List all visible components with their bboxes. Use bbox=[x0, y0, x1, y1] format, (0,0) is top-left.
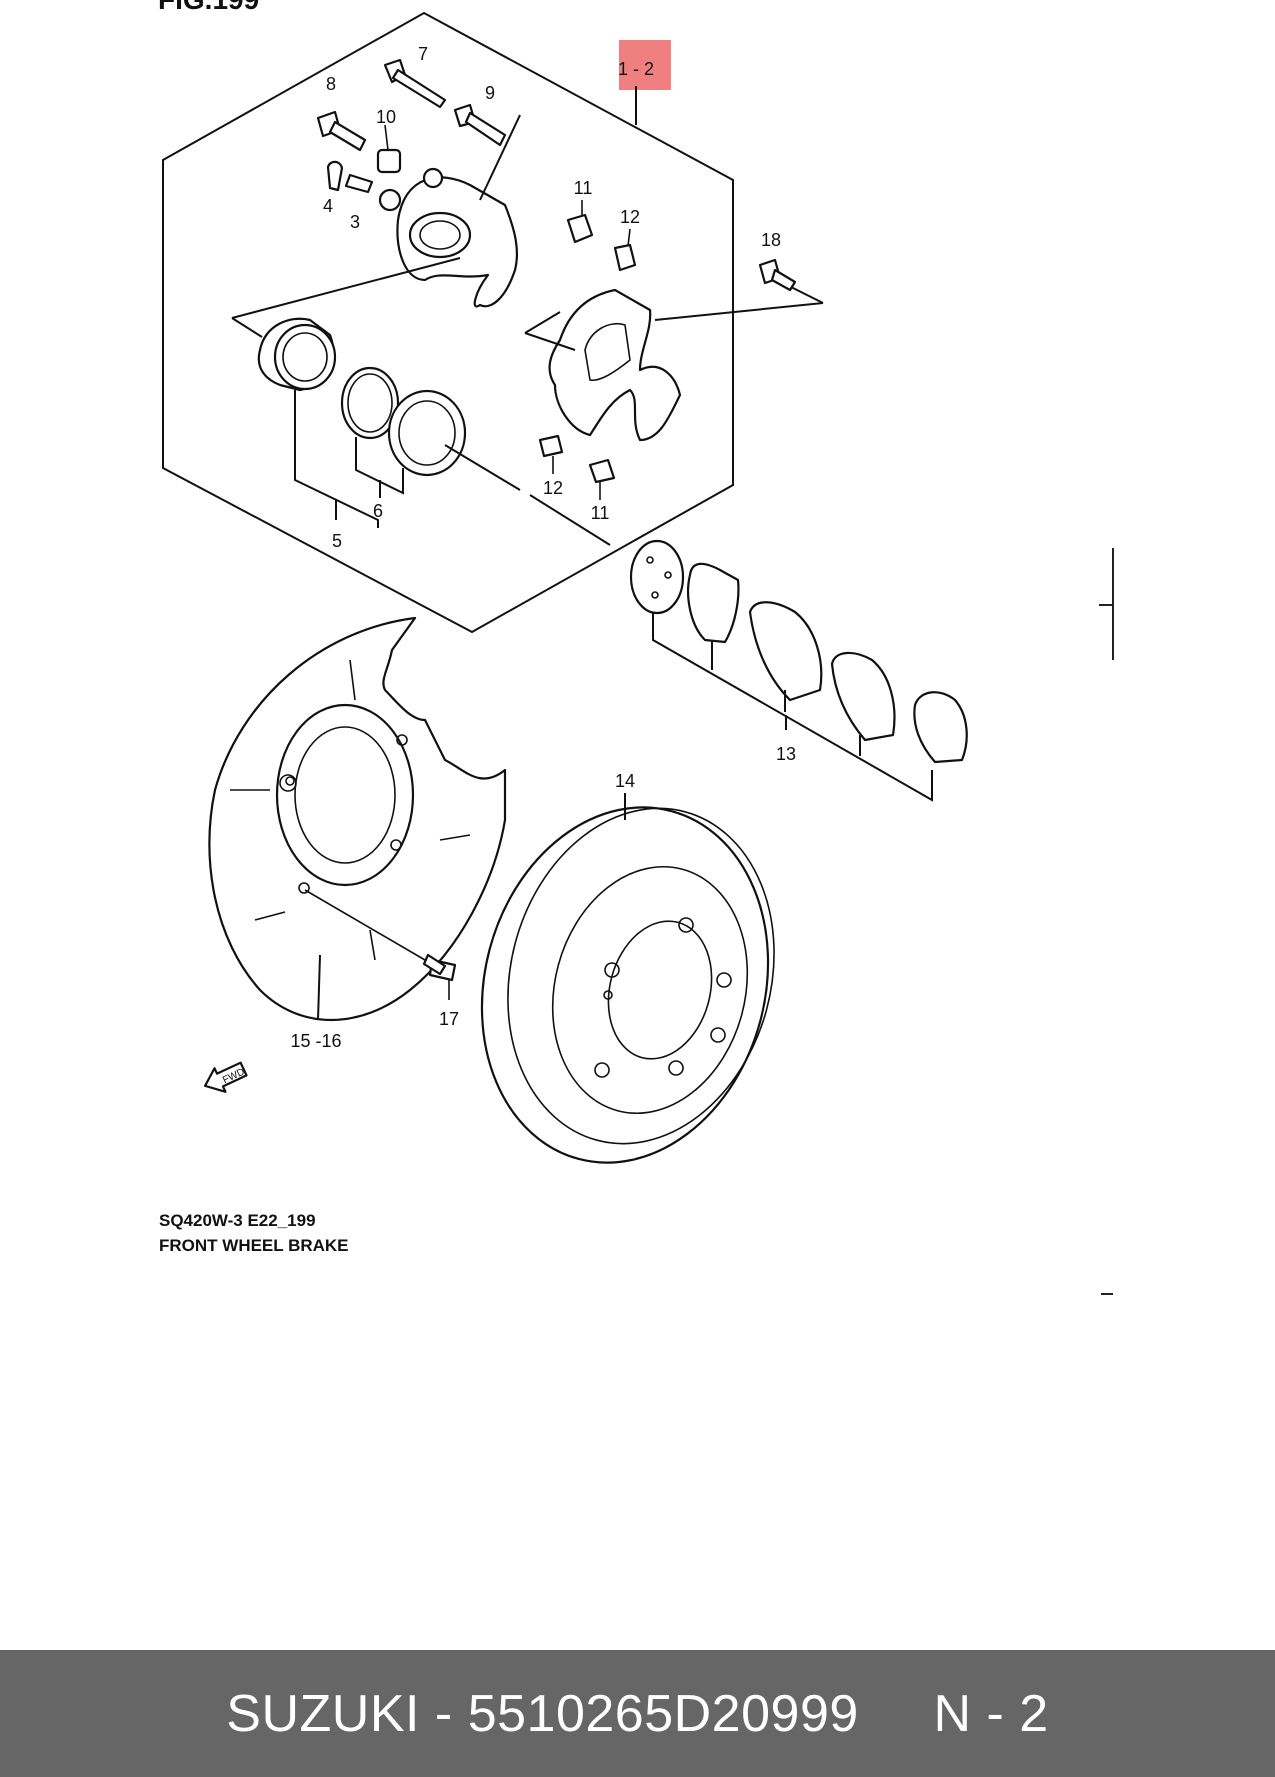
callout-11-top: 11 bbox=[574, 178, 593, 198]
part-number-text: SUZUKI - 5510265D20999 N - 2 bbox=[226, 1684, 1049, 1743]
bolt-9 bbox=[453, 103, 507, 147]
callout-4: 4 bbox=[323, 196, 333, 216]
dust-shield bbox=[208, 616, 507, 1022]
callout-7: 7 bbox=[418, 44, 428, 64]
clip-11-top bbox=[566, 213, 594, 244]
brake-pad-3 bbox=[830, 651, 896, 742]
callout-12-top: 12 bbox=[620, 207, 640, 227]
brake-diagram: 1 - 2 7 9 8 10 4 3 bbox=[162, 11, 968, 1164]
callout-14: 14 bbox=[615, 771, 635, 791]
crop-mark bbox=[1112, 548, 1114, 660]
brake-pad-2 bbox=[748, 601, 823, 702]
caliper-carrier bbox=[548, 288, 682, 442]
bolt-18 bbox=[758, 258, 797, 292]
callout-11-bottom: 11 bbox=[591, 503, 610, 523]
figure-label: FIG.199 bbox=[158, 0, 259, 16]
cap-4 bbox=[326, 160, 344, 192]
crop-mark bbox=[1101, 1293, 1113, 1295]
clip-11-bottom bbox=[588, 458, 616, 484]
callout-13: 13 bbox=[776, 744, 796, 764]
piston-5 bbox=[257, 317, 337, 392]
figure-title: FRONT WHEEL BRAKE bbox=[159, 1236, 349, 1255]
pad-shim bbox=[629, 539, 685, 615]
bolt-8 bbox=[316, 110, 367, 152]
clip-12-top bbox=[613, 243, 637, 272]
seal-6 bbox=[340, 366, 400, 440]
caliper-body bbox=[378, 167, 519, 308]
assembly-frame bbox=[162, 11, 734, 634]
forward-arrow-icon: FWD bbox=[203, 1061, 248, 1093]
callout-highlight bbox=[619, 40, 671, 90]
brake-disc bbox=[480, 806, 775, 1164]
figure-code: SQ420W-3 E22_199 bbox=[159, 1211, 316, 1230]
callout-18: 18 bbox=[761, 230, 781, 250]
nut-10 bbox=[376, 124, 402, 174]
piston-boot bbox=[387, 389, 467, 477]
bolt-17 bbox=[422, 953, 457, 982]
callout-12-bottom: 12 bbox=[543, 478, 563, 498]
callout-15-16: 15 -16 bbox=[290, 1031, 341, 1051]
clip-12-bottom bbox=[538, 434, 564, 458]
part-number-footer: SUZUKI - 5510265D20999 N - 2 bbox=[0, 1650, 1275, 1777]
callout-9: 9 bbox=[485, 83, 495, 103]
callout-5: 5 bbox=[332, 531, 342, 551]
callout-10: 10 bbox=[376, 107, 396, 127]
bolt-7 bbox=[383, 58, 447, 109]
brake-pad-4 bbox=[913, 691, 968, 764]
callout-6: 6 bbox=[373, 501, 383, 521]
crop-mark bbox=[1099, 604, 1113, 606]
callout-17: 17 bbox=[439, 1009, 459, 1029]
brake-pad-1 bbox=[687, 562, 740, 644]
callout-3: 3 bbox=[350, 212, 360, 232]
callout-8: 8 bbox=[326, 74, 336, 94]
callout-1-2: 1 - 2 bbox=[618, 59, 654, 79]
bleeder-3 bbox=[344, 173, 374, 194]
